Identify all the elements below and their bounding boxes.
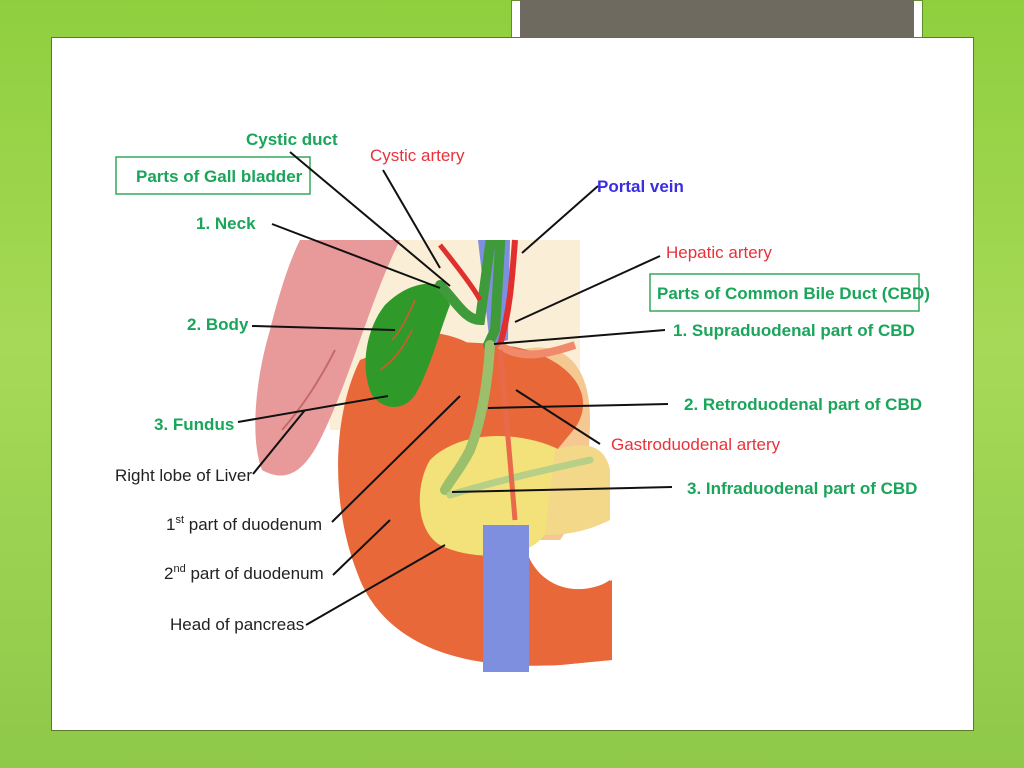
pancreatic-duct: [446, 456, 594, 499]
text-labels: Cystic duct Cystic artery Parts of Gall …: [115, 130, 930, 634]
common-hepatic-artery: [497, 341, 577, 359]
leader-infraduodenal: [451, 486, 673, 493]
cystic-and-hepatic-duct: [435, 240, 506, 350]
leader-lines: [237, 151, 673, 626]
second-part-number: 2: [164, 564, 173, 583]
label-second-part-duodenum: 2nd part of duodenum: [164, 563, 324, 583]
gallbladder-shape: [365, 283, 450, 408]
label-gastroduodenal: Gastroduodenal artery: [611, 435, 781, 454]
label-infraduodenal: 3. Infraduodenal part of CBD: [687, 479, 917, 498]
liver-shape: [255, 240, 400, 476]
first-part-superscript: st: [175, 514, 184, 526]
leader-cystic-artery: [382, 169, 441, 269]
gallbladder-vessel-2: [379, 329, 413, 371]
anatomy-illustration: [255, 239, 612, 672]
leader-retroduodenal: [487, 403, 669, 409]
label-portal-vein: Portal vein: [597, 177, 684, 196]
label-neck: 1. Neck: [196, 214, 256, 233]
inferior-vena-cava: [483, 525, 529, 672]
second-part-rest: part of duodenum: [186, 564, 324, 583]
label-hepatic-artery: Hepatic artery: [666, 243, 772, 262]
parts-gallbladder-box: [115, 156, 311, 195]
leader-body: [251, 325, 396, 331]
cystic-artery-vessel: [438, 243, 483, 302]
leader-neck: [271, 223, 441, 289]
label-cystic-artery: Cystic artery: [370, 146, 465, 165]
label-head-pancreas: Head of pancreas: [170, 615, 304, 634]
label-first-part-duodenum: 1st part of duodenum: [166, 514, 322, 534]
gastroduodenal-artery-vessel: [497, 349, 518, 521]
label-fundus: 3. Fundus: [154, 415, 234, 434]
leader-cystic-duct: [289, 151, 451, 287]
second-part-superscript: nd: [173, 563, 185, 575]
label-body: 2. Body: [187, 315, 249, 334]
leader-gastroduodenal: [515, 389, 601, 445]
first-part-number: 1: [166, 515, 175, 534]
gallbladder-vessel: [391, 299, 416, 341]
leader-fundus: [237, 395, 389, 423]
leader-portal-vein: [521, 185, 599, 254]
label-right-lobe-liver: Right lobe of Liver: [115, 466, 252, 485]
leader-head-pancreas: [305, 544, 446, 626]
label-cystic-duct: Cystic duct: [246, 130, 338, 149]
leader-right-lobe: [252, 409, 306, 475]
leader-first-part-duodenum: [331, 395, 461, 523]
parts-cbd-box: [649, 273, 920, 312]
hepatic-artery-vessel: [497, 239, 518, 346]
common-bile-duct: [440, 340, 495, 495]
leader-hepatic-artery: [514, 255, 661, 323]
liver-edge: [281, 349, 336, 431]
label-supraduodenal: 1. Supraduodenal part of CBD: [673, 321, 915, 340]
leader-supraduodenal: [493, 329, 666, 345]
label-retroduodenal: 2. Retroduodenal part of CBD: [684, 395, 922, 414]
leader-second-part-duodenum: [332, 519, 391, 576]
label-parts-cbd: Parts of Common Bile Duct (CBD): [657, 284, 930, 303]
first-part-rest: part of duodenum: [184, 515, 322, 534]
label-parts-gallbladder: Parts of Gall bladder: [136, 167, 303, 186]
